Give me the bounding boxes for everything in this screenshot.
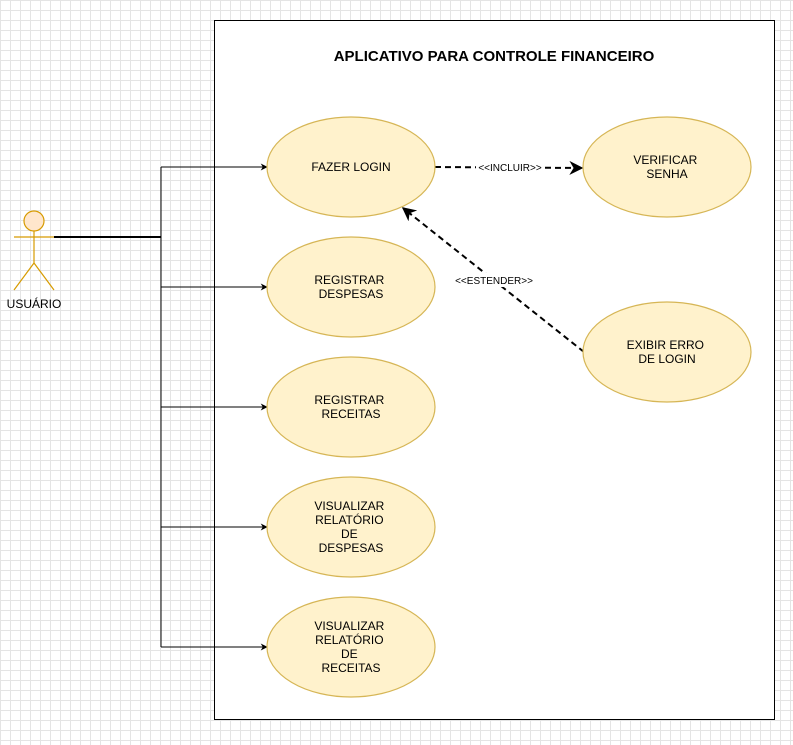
- label-line: DE LOGIN: [638, 352, 695, 366]
- use-case-relatorio-despesas[interactable]: VISUALIZAR RELATÓRIO DE DESPESAS: [266, 476, 436, 578]
- actor-left-leg: [13, 262, 35, 291]
- label-line: RECEITAS: [321, 407, 380, 421]
- label-line: DE: [341, 647, 358, 661]
- associations: [54, 163, 268, 651]
- use-case-label: REGISTRAR RECEITAS: [314, 393, 387, 421]
- label-line: DESPESAS: [319, 541, 384, 555]
- use-case-label: EXIBIR ERRO DE LOGIN: [627, 338, 708, 366]
- use-case-label: REGISTRAR DESPESAS: [314, 273, 387, 301]
- use-case-shape: [266, 596, 436, 698]
- use-case-verificar-senha[interactable]: VERIFICAR SENHA: [582, 116, 752, 218]
- actor-head: [23, 210, 45, 232]
- use-case-registrar-despesas[interactable]: REGISTRAR DESPESAS: [266, 236, 436, 338]
- label-line: DE: [341, 527, 358, 541]
- label-line: RELATÓRIO: [315, 512, 383, 527]
- label-line: VISUALIZAR: [314, 499, 384, 513]
- actor-usuario[interactable]: USUÁRIO: [7, 210, 62, 311]
- label-line: SENHA: [646, 167, 687, 181]
- label-line: FAZER LOGIN: [311, 160, 390, 174]
- use-case-relatorio-receitas[interactable]: VISUALIZAR RELATÓRIO DE RECEITAS: [266, 596, 436, 698]
- use-case-label: VERIFICAR SENHA: [633, 153, 700, 181]
- label-line: RELATÓRIO: [315, 632, 383, 647]
- extend-label: <<ESTENDER>>: [455, 276, 533, 287]
- include-label-bg: [476, 160, 544, 174]
- label-line: REGISTRAR: [314, 393, 384, 407]
- label-line: RECEITAS: [321, 661, 380, 675]
- use-case-shape: [266, 476, 436, 578]
- use-case-shape: [582, 301, 752, 403]
- label-line: DESPESAS: [319, 287, 384, 301]
- use-case-exibir-erro-login[interactable]: EXIBIR ERRO DE LOGIN: [582, 301, 752, 403]
- use-case-shape: [582, 116, 752, 218]
- use-case-registrar-receitas[interactable]: REGISTRAR RECEITAS: [266, 356, 436, 458]
- label-line: VISUALIZAR: [314, 619, 384, 633]
- system-title: APLICATIVO PARA CONTROLE FINANCEIRO: [334, 48, 655, 65]
- label-line: EXIBIR ERRO: [627, 338, 704, 352]
- use-case-shape: [266, 116, 436, 218]
- use-case-fazer-login[interactable]: FAZER LOGIN: [266, 116, 436, 218]
- actor-right-leg: [33, 262, 55, 291]
- include-label: <<INCLUIR>>: [478, 163, 542, 174]
- use-case-shape: [266, 356, 436, 458]
- extend-label-bg: [450, 273, 538, 287]
- label-line: REGISTRAR: [314, 273, 384, 287]
- use-case-label: FAZER LOGIN: [311, 160, 390, 174]
- actor-label: USUÁRIO: [7, 296, 62, 311]
- use-case-label: VISUALIZAR RELATÓRIO DE DESPESAS: [314, 499, 387, 555]
- use-case-shape: [266, 236, 436, 338]
- use-case-label: VISUALIZAR RELATÓRIO DE RECEITAS: [314, 619, 387, 675]
- label-line: VERIFICAR: [633, 153, 697, 167]
